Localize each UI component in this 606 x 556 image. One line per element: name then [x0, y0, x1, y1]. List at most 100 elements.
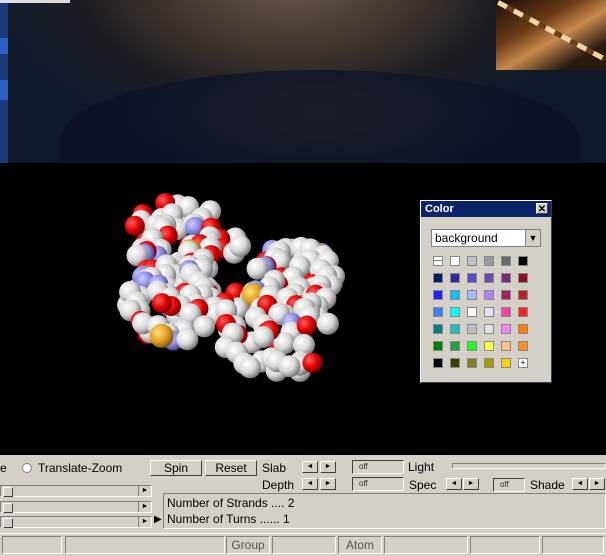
color-swatch[interactable]: [484, 307, 494, 317]
color-swatch[interactable]: [518, 256, 528, 266]
depth-label: Depth: [262, 478, 295, 492]
color-dialog-title: Color: [425, 203, 454, 215]
color-swatch[interactable]: [518, 324, 528, 334]
reset-button-label: Reset: [215, 461, 247, 475]
color-dialog[interactable]: Color ✕ background ▼ — +: [420, 200, 552, 383]
atom-sphere: [252, 326, 275, 348]
chevron-down-icon[interactable]: ▼: [525, 230, 540, 246]
slider-thumb[interactable]: [3, 487, 13, 497]
depth-increase-button[interactable]: ►: [320, 478, 336, 490]
window-edge-top: [0, 0, 70, 3]
color-swatch[interactable]: [433, 358, 443, 368]
color-swatch[interactable]: [467, 273, 477, 283]
webcam-photo: [0, 0, 606, 163]
slab-increase-button[interactable]: ►: [320, 461, 336, 473]
color-swatch[interactable]: [484, 324, 494, 334]
color-swatch[interactable]: [450, 290, 460, 300]
atom-sphere: [184, 216, 205, 237]
light-slider[interactable]: [452, 463, 606, 469]
color-swatch[interactable]: [450, 256, 460, 266]
color-swatch[interactable]: [450, 324, 460, 334]
color-swatch[interactable]: [433, 290, 443, 300]
status-cell-3: [272, 536, 336, 554]
color-swatch[interactable]: [467, 324, 477, 334]
status-cell-1: [2, 536, 62, 554]
atom-sphere: [176, 328, 199, 351]
slab-decrease-button[interactable]: ◄: [302, 461, 318, 473]
atom-sphere: [273, 332, 296, 355]
atom-sphere: [316, 312, 339, 335]
protein-space-fill-model[interactable]: [100, 183, 370, 403]
atom-sphere: [296, 315, 317, 336]
strands-count-text: Number of Strands .... 2: [167, 496, 295, 510]
status-cell-2: [65, 536, 225, 554]
color-swatch[interactable]: +: [518, 358, 528, 368]
slab-value: off: [352, 460, 404, 474]
slider-thumb[interactable]: [3, 503, 13, 513]
color-swatch[interactable]: [433, 324, 443, 334]
parameter-slider-2[interactable]: ►: [0, 501, 152, 513]
color-target-select[interactable]: background ▼: [431, 229, 541, 247]
close-icon[interactable]: ✕: [536, 203, 548, 215]
color-swatch[interactable]: [518, 307, 528, 317]
color-swatch[interactable]: [433, 341, 443, 351]
depth-decrease-button[interactable]: ◄: [302, 478, 318, 490]
color-swatch[interactable]: [450, 273, 460, 283]
parameter-slider-3[interactable]: ►: [0, 516, 152, 528]
spec-value: off: [493, 478, 525, 492]
mode-option-prefix: e: [0, 461, 7, 475]
control-panel: e Translate-Zoom Spin Reset Slab ◄ ► off…: [0, 455, 606, 533]
color-swatch[interactable]: [484, 290, 494, 300]
color-swatch[interactable]: [518, 273, 528, 283]
atom-sphere: [229, 235, 252, 257]
status-cell-4: [384, 536, 468, 554]
status-cell-5: [470, 536, 540, 554]
spec-increase-button[interactable]: ►: [463, 478, 479, 490]
shade-label: Shade: [530, 478, 565, 492]
color-swatch[interactable]: [501, 324, 511, 334]
spin-button[interactable]: Spin: [150, 460, 202, 476]
color-swatch[interactable]: [467, 307, 477, 317]
spec-decrease-button[interactable]: ◄: [446, 478, 462, 490]
color-swatch[interactable]: [450, 341, 460, 351]
slab-label: Slab: [262, 461, 287, 475]
play-icon[interactable]: ▶: [154, 514, 162, 525]
group-status: Group: [226, 536, 270, 554]
color-swatch[interactable]: [501, 273, 511, 283]
color-swatch[interactable]: [484, 256, 494, 266]
color-swatch[interactable]: [433, 273, 443, 283]
color-swatch[interactable]: [501, 290, 511, 300]
color-swatch[interactable]: [467, 256, 477, 266]
color-swatch[interactable]: [501, 358, 511, 368]
shade-increase-button[interactable]: ►: [589, 478, 605, 490]
atom-sphere: [151, 293, 172, 314]
color-swatch[interactable]: [467, 290, 477, 300]
molecule-viewer[interactable]: Color ✕ background ▼ — +: [0, 163, 606, 455]
structure-info-panel: Number of Strands .... 2 Number of Turns…: [163, 493, 606, 529]
color-swatch[interactable]: —: [433, 256, 443, 266]
color-swatch[interactable]: [501, 307, 511, 317]
color-swatch[interactable]: [484, 273, 494, 283]
light-label: Light: [408, 460, 435, 474]
translate-zoom-radio[interactable]: [22, 463, 32, 473]
color-swatch[interactable]: [450, 307, 460, 317]
color-swatch[interactable]: [484, 358, 494, 368]
color-swatch[interactable]: [433, 307, 443, 317]
color-swatch[interactable]: [518, 290, 528, 300]
reset-button[interactable]: Reset: [205, 460, 257, 476]
chevron-right-icon[interactable]: ►: [138, 517, 151, 527]
slider-thumb[interactable]: [3, 518, 13, 528]
shade-decrease-button[interactable]: ◄: [572, 478, 588, 490]
chevron-right-icon[interactable]: ►: [138, 486, 151, 496]
color-swatch[interactable]: [484, 341, 494, 351]
color-swatch[interactable]: [450, 358, 460, 368]
color-dialog-titlebar[interactable]: Color ✕: [421, 201, 551, 217]
parameter-slider-1[interactable]: ►: [0, 485, 152, 497]
color-swatch[interactable]: [467, 358, 477, 368]
color-swatch[interactable]: [518, 341, 528, 351]
color-swatch[interactable]: [501, 341, 511, 351]
person-silhouette: [60, 70, 580, 163]
color-swatch[interactable]: [467, 341, 477, 351]
color-swatch[interactable]: [501, 256, 511, 266]
chevron-right-icon[interactable]: ►: [138, 502, 151, 512]
